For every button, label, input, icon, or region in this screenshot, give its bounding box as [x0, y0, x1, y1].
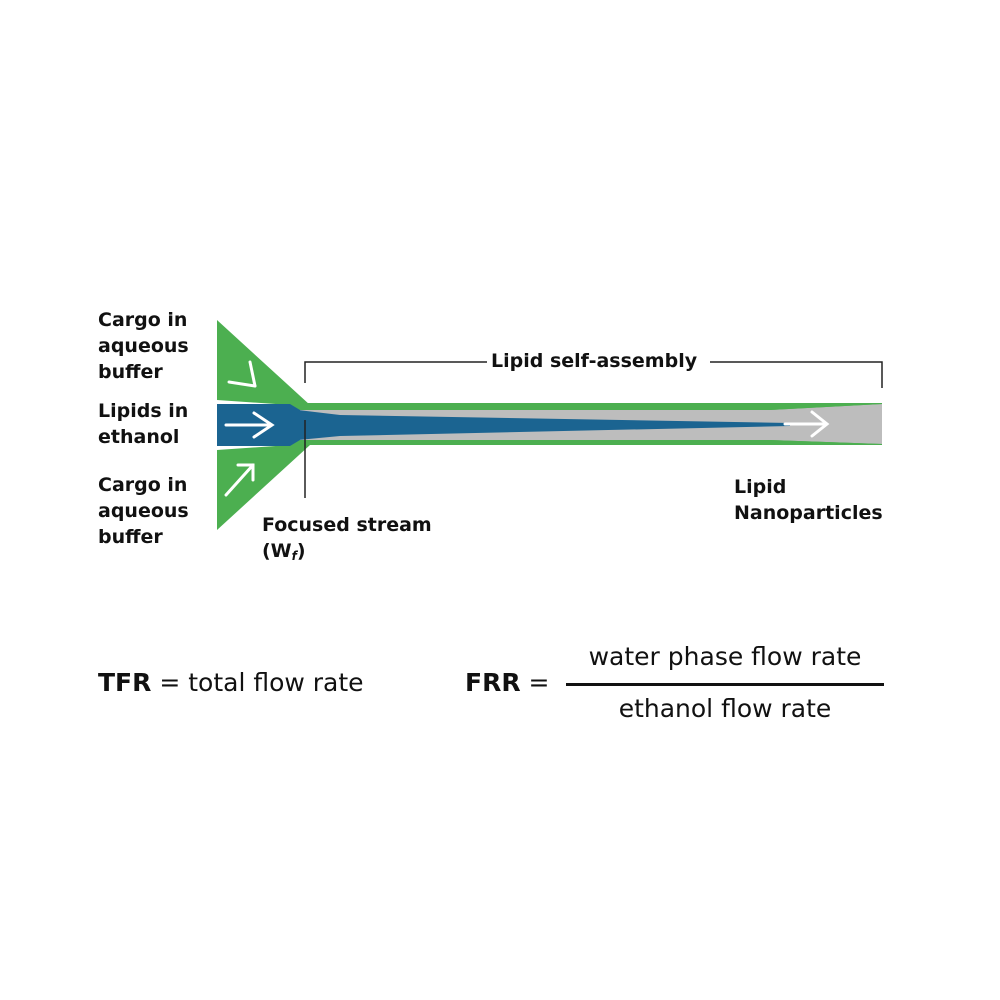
tfr-definition: total flow rate	[188, 668, 364, 697]
arrow-up-right-icon	[224, 463, 255, 497]
label-outlet: Lipid Nanoparticles	[734, 474, 883, 526]
label-line: (Wf)	[262, 538, 432, 569]
self-assembly-bracket	[304, 361, 883, 388]
frr-abbr: FRR	[465, 668, 521, 697]
wf-prefix: (W	[262, 540, 292, 562]
top-aqueous-inlet	[217, 320, 310, 405]
frr-numerator: water phase flow rate	[588, 642, 862, 671]
label-line: aqueous	[98, 500, 189, 522]
arrow-down-right-icon	[227, 360, 257, 388]
label-line: Focused stream	[262, 514, 432, 536]
sheath-taper-bottom	[300, 440, 882, 445]
wf-suffix: )	[296, 540, 306, 562]
label-middle-inlet: Lipids in ethanol	[98, 398, 188, 450]
label-line: buffer	[98, 526, 163, 548]
wf-subscript: f	[291, 549, 297, 563]
fraction-bar	[566, 683, 884, 686]
label-line: aqueous	[98, 335, 189, 357]
label-top-inlet: Cargo in aqueous buffer	[98, 307, 189, 385]
tfr-abbr: TFR	[98, 668, 152, 697]
arrow-right-icon	[224, 411, 275, 439]
label-line: Lipid	[734, 476, 787, 498]
tfr-equals: =	[151, 668, 189, 697]
frr-equation: FRR =	[465, 668, 550, 697]
sheath-taper-top	[300, 403, 882, 410]
outlet-arrow-icon	[783, 410, 830, 438]
frr-equals: =	[520, 668, 550, 697]
label-line: Lipids in	[98, 400, 189, 422]
focused-lipid-stream	[298, 410, 790, 440]
label-line: Nanoparticles	[734, 502, 883, 524]
label-line: Cargo in	[98, 309, 188, 331]
label-line: Cargo in	[98, 474, 188, 496]
tfr-equation: TFR = total flow rate	[98, 668, 364, 697]
label-bottom-inlet: Cargo in aqueous buffer	[98, 472, 189, 550]
frr-denominator: ethanol flow rate	[618, 694, 832, 723]
label-line: buffer	[98, 361, 163, 383]
label-line: ethanol	[98, 426, 180, 448]
label-focused-stream: Focused stream (Wf)	[262, 512, 432, 569]
label-self-assembly: Lipid self-assembly	[491, 350, 698, 372]
